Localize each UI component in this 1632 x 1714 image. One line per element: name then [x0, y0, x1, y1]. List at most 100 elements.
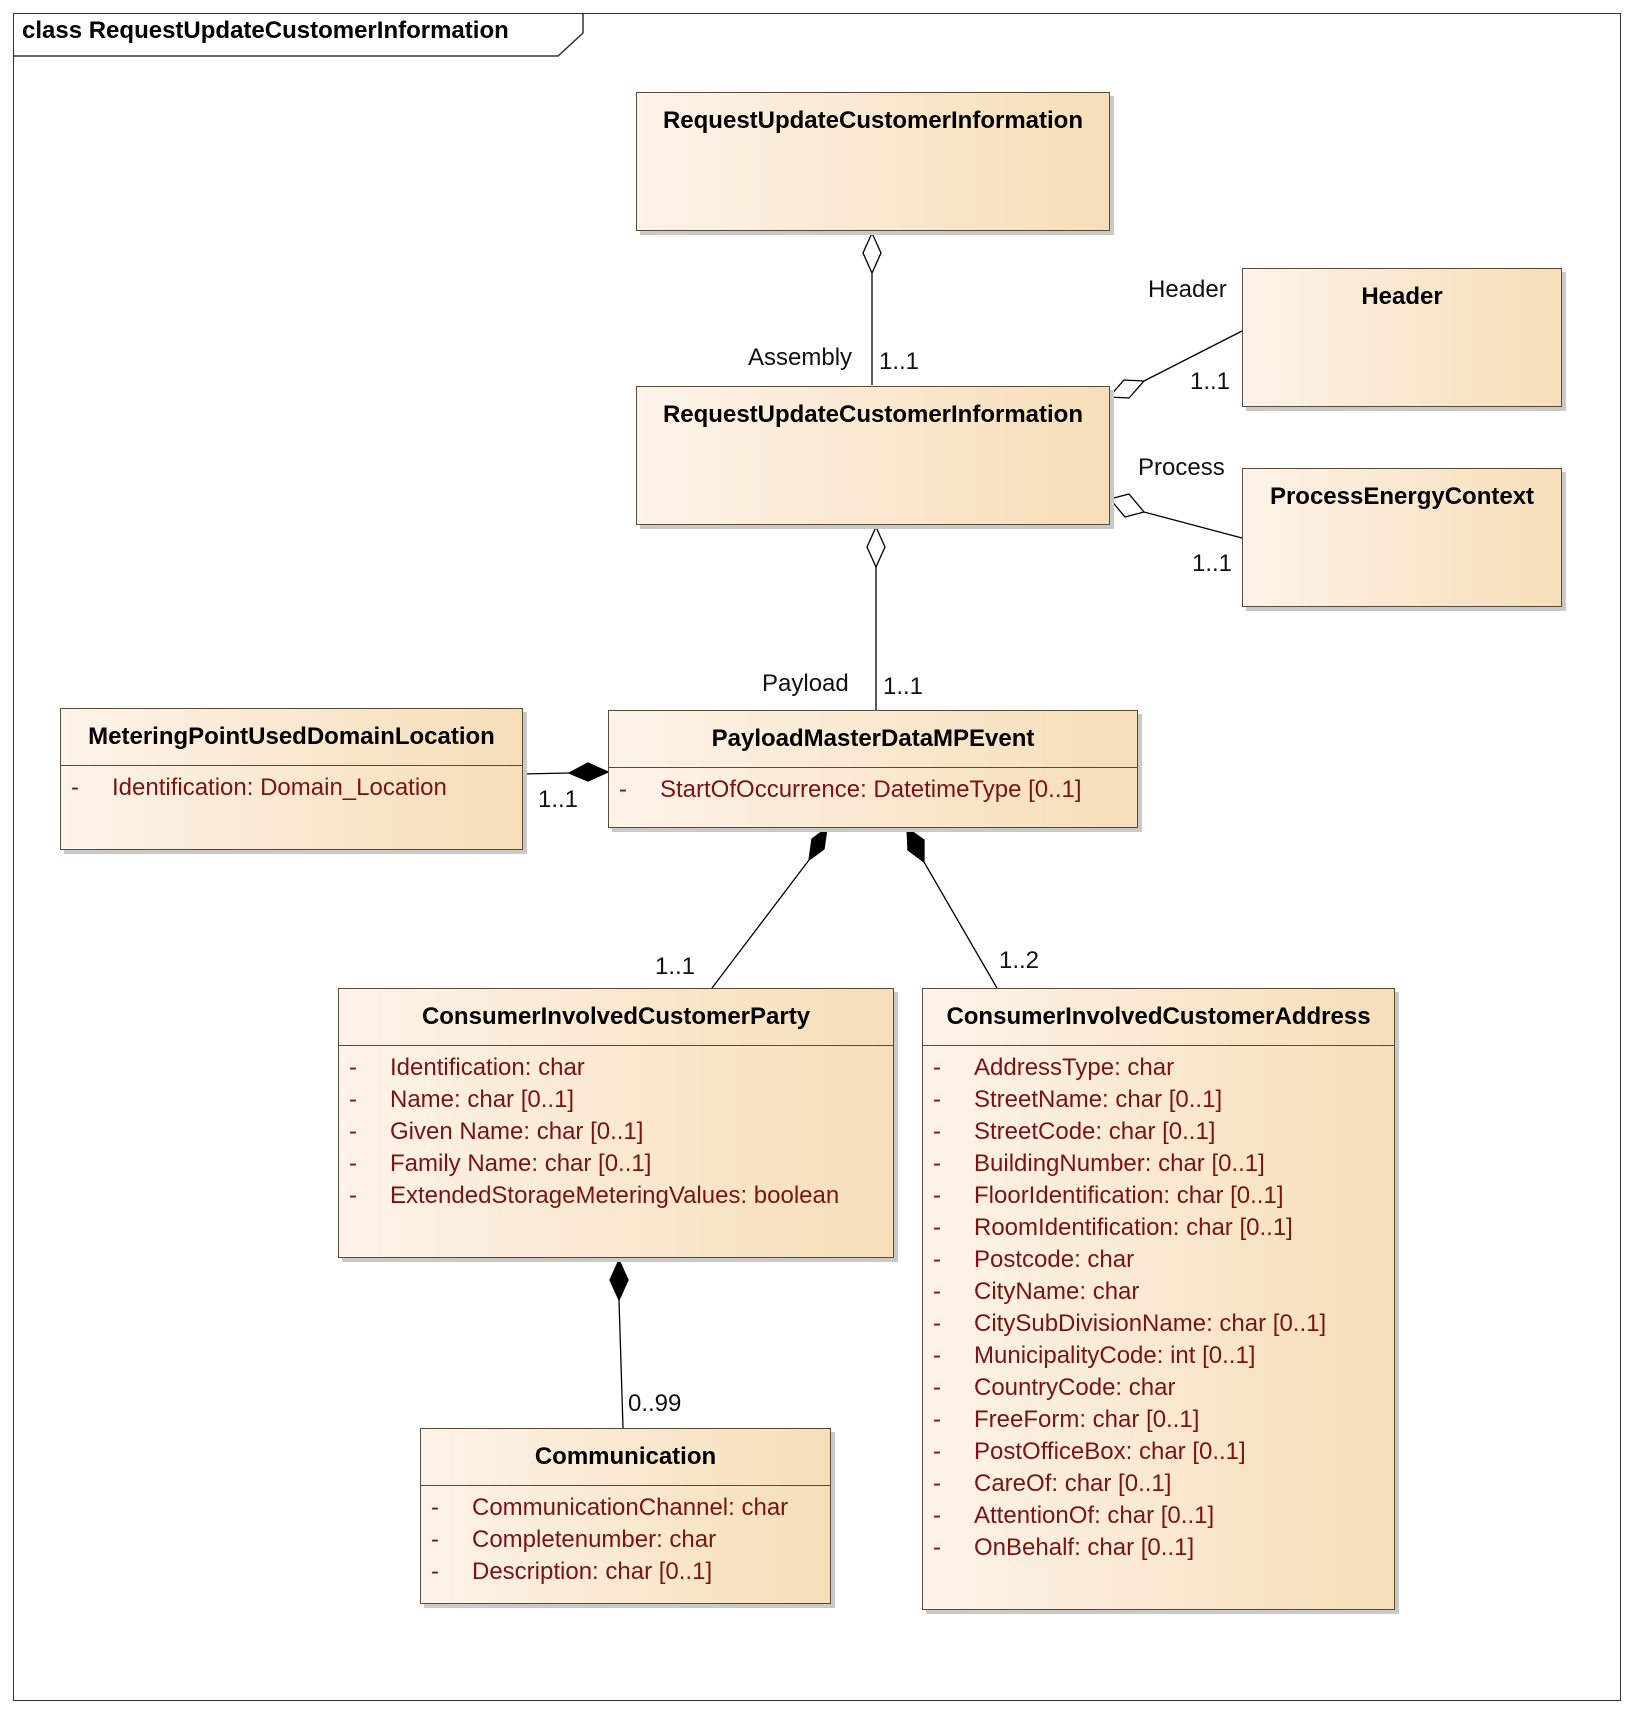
visibility-marker: - — [933, 1502, 941, 1529]
assoc-assembly-process — [1143, 511, 1243, 539]
attribute-row: - BuildingNumber: char [0..1] — [923, 1148, 1394, 1180]
class-request-update-customer-information-assembly[interactable]: RequestUpdateCustomerInformation — [636, 386, 1110, 525]
aggregation-diamond-payload — [866, 525, 886, 569]
composition-diamond-communication — [609, 1258, 629, 1302]
attribute-text: Given Name: char [0..1] — [390, 1118, 644, 1145]
class-name: Header — [1361, 283, 1443, 310]
attribute-text: OnBehalf: char [0..1] — [974, 1534, 1195, 1561]
attribute-row: - CommunicationChannel: char — [421, 1492, 830, 1524]
visibility-marker: - — [933, 1278, 941, 1305]
attribute-text: CountryCode: char — [974, 1374, 1176, 1401]
class-name: ConsumerInvolvedCustomerParty — [421, 1003, 811, 1030]
visibility-marker: - — [431, 1494, 439, 1521]
attribute-list: - Identification: Domain_Location — [61, 766, 522, 804]
class-header-compartment: PayloadMasterDataMPEvent — [609, 711, 1137, 768]
role-label-assembly: Assembly — [748, 344, 853, 371]
class-header[interactable]: Header — [1242, 268, 1562, 407]
frame-title: class RequestUpdateCustomerInformation — [22, 17, 509, 44]
attribute-row: -StartOfOccurrence: DatetimeType [0..1] — [609, 774, 1137, 806]
visibility-marker: - — [933, 1342, 941, 1369]
attribute-text: Family Name: char [0..1] — [390, 1150, 652, 1177]
class-header-compartment: ConsumerInvolvedCustomerParty — [339, 989, 893, 1046]
class-name: ProcessEnergyContext — [1269, 483, 1535, 510]
class-name: ConsumerInvolvedCustomerAddress — [946, 1003, 1371, 1030]
visibility-marker: - — [933, 1246, 941, 1273]
class-consumer-involved-customer-address[interactable]: ConsumerInvolvedCustomerAddress - Address… — [922, 988, 1395, 1610]
attribute-row: -Name: char [0..1] — [339, 1084, 893, 1116]
visibility-marker: - — [933, 1118, 941, 1145]
attribute-row: - FreeForm: char [0..1] — [923, 1404, 1394, 1436]
class-request-update-customer-information-root[interactable]: RequestUpdateCustomerInformation — [636, 92, 1110, 231]
attribute-row: - StreetCode: char [0..1] — [923, 1116, 1394, 1148]
class-name: Communication — [534, 1443, 717, 1470]
attribute-row: -OnBehalf: char [0..1] — [923, 1532, 1394, 1564]
attribute-row: -CountryCode: char — [923, 1372, 1394, 1404]
visibility-marker: - — [933, 1406, 941, 1433]
class-communication[interactable]: Communication - CommunicationChannel: cha… — [420, 1428, 831, 1604]
multiplicity-address: 1..2 — [999, 947, 1040, 974]
attribute-text: RoomIdentification: char [0..1] — [974, 1214, 1293, 1241]
aggregation-diamond-process — [1108, 493, 1146, 518]
class-process-energy-context[interactable]: ProcessEnergyContext — [1242, 468, 1562, 607]
attribute-text: Identification: Domain_Location — [112, 774, 447, 801]
visibility-marker: - — [349, 1182, 357, 1209]
attribute-text: StartOfOccurrence: DatetimeType [0..1] — [660, 776, 1082, 803]
role-label-payload: Payload — [762, 670, 849, 697]
attribute-text: Completenumber: char — [472, 1526, 717, 1553]
attribute-row: -CareOf: char [0..1] — [923, 1468, 1394, 1500]
visibility-marker: - — [933, 1214, 941, 1241]
class-name: MeteringPointUsedDomainLocation — [88, 723, 495, 750]
attribute-row: - FloorIdentification: char [0..1] — [923, 1180, 1394, 1212]
attribute-row: - RoomIdentification: char [0..1] — [923, 1212, 1394, 1244]
attribute-row: -StreetName: char [0..1] — [923, 1084, 1394, 1116]
multiplicity-process: 1..1 — [1192, 550, 1233, 577]
attribute-text: StreetCode: char [0..1] — [974, 1118, 1216, 1145]
class-header-compartment: ConsumerInvolvedCustomerAddress — [923, 989, 1394, 1046]
class-consumer-involved-customer-party[interactable]: ConsumerInvolvedCustomerParty - Identific… — [338, 988, 894, 1258]
attribute-row: -AttentionOf: char [0..1] — [923, 1500, 1394, 1532]
attribute-text: BuildingNumber: char [0..1] — [974, 1150, 1265, 1177]
attribute-row: - CityName: char — [923, 1276, 1394, 1308]
visibility-marker: - — [349, 1118, 357, 1145]
frame-tab — [13, 13, 584, 57]
class-header-compartment: MeteringPointUsedDomainLocation — [61, 709, 522, 766]
attribute-text: CitySubDivisionName: char [0..1] — [974, 1310, 1327, 1337]
attribute-text: AddressType: char — [974, 1054, 1175, 1081]
class-payload-master-data-mp-event[interactable]: PayloadMasterDataMPEvent -StartOfOccurre… — [608, 710, 1138, 828]
class-name: PayloadMasterDataMPEvent — [711, 725, 1035, 752]
aggregation-diamond-header — [1107, 379, 1146, 399]
aggregation-diamond-root — [862, 231, 882, 275]
attribute-row: -Description: char [0..1] — [421, 1556, 830, 1588]
attribute-row: - Identification: Domain_Location — [61, 772, 522, 804]
multiplicity-assembly: 1..1 — [879, 348, 920, 375]
attribute-row: -MunicipalityCode: int [0..1] — [923, 1340, 1394, 1372]
visibility-marker: - — [349, 1150, 357, 1177]
composition-diamond-party — [808, 826, 828, 862]
assoc-party-communication — [618, 1299, 624, 1429]
class-metering-point-used-domain-location[interactable]: MeteringPointUsedDomainLocation - Identif… — [60, 708, 523, 850]
multiplicity-header: 1..1 — [1190, 368, 1231, 395]
assoc-assembly-header — [1143, 330, 1243, 382]
attribute-text: CityName: char — [974, 1278, 1140, 1305]
attribute-row: -Completenumber: char — [421, 1524, 830, 1556]
visibility-marker: - — [933, 1086, 941, 1113]
assoc-payload-party — [711, 859, 810, 989]
visibility-marker: - — [933, 1438, 941, 1465]
multiplicity-metering: 1..1 — [538, 786, 579, 813]
visibility-marker: - — [933, 1150, 941, 1177]
attribute-text: FreeForm: char [0..1] — [974, 1406, 1200, 1433]
visibility-marker: - — [71, 774, 79, 801]
attribute-text: CommunicationChannel: char — [472, 1494, 789, 1521]
attribute-text: FloorIdentification: char [0..1] — [974, 1182, 1284, 1209]
attribute-list: - CommunicationChannel: char -Completenumb… — [421, 1486, 830, 1588]
attribute-text: Description: char [0..1] — [472, 1558, 713, 1585]
attribute-text: ExtendedStorageMeteringValues: boolean — [390, 1182, 840, 1209]
attribute-text: PostOfficeBox: char [0..1] — [974, 1438, 1246, 1465]
multiplicity-communication: 0..99 — [628, 1390, 682, 1417]
visibility-marker: - — [933, 1054, 941, 1081]
composition-diamond-metering — [567, 762, 610, 782]
visibility-marker: - — [933, 1182, 941, 1209]
attribute-row: - Family Name: char [0..1] — [339, 1148, 893, 1180]
attribute-text: Identification: char — [390, 1054, 585, 1081]
